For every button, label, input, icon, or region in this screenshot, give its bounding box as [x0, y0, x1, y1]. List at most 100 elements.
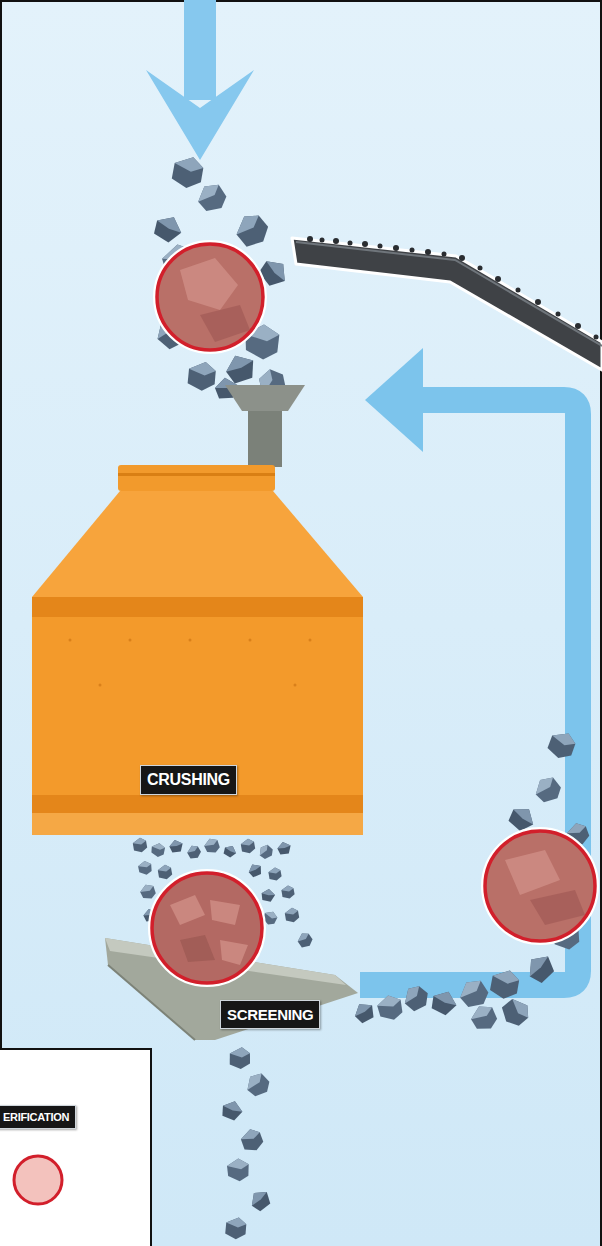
conveyor-belt [333, 238, 339, 244]
magnifier-circle [152, 873, 262, 983]
feed-arrow [146, 70, 254, 160]
crusher-shape [69, 639, 312, 687]
crusher-shape [189, 639, 192, 642]
crushed-rocks [285, 908, 299, 922]
feed-rocks [149, 210, 185, 246]
crushed-rocks [137, 860, 154, 876]
inset-box: ERIFICATION [0, 1048, 152, 1246]
stage-label: SCREENING [220, 1000, 320, 1029]
crushed-rocks [204, 839, 220, 853]
crusher-shape [129, 639, 132, 642]
conveyor-belt [459, 255, 465, 261]
feed-rocks [256, 255, 291, 290]
recycle-rocks [470, 1005, 498, 1030]
recycle-rocks [375, 994, 405, 1021]
conveyor-belt [495, 276, 501, 282]
inset-mark [14, 1156, 62, 1204]
crusher-shape [118, 465, 275, 491]
product-rocks [247, 1187, 274, 1213]
crushed-rocks [158, 865, 172, 879]
crusher-node: CRUSHING [30, 385, 365, 835]
magnifier-circle [152, 873, 262, 983]
conveyor-belt [410, 248, 415, 253]
crushed-rocks [247, 862, 263, 878]
magnifier-circle [157, 244, 263, 350]
crusher-shape [309, 639, 312, 642]
conveyor-belt [594, 335, 599, 340]
magnifier-circle [505, 850, 560, 895]
feed-rocks [159, 242, 200, 280]
recycle-rocks [399, 981, 433, 1015]
magnifier-circle [485, 831, 595, 941]
conveyor-belt [442, 252, 447, 257]
recycle-rocks [487, 966, 524, 1003]
recycle-rocks [532, 774, 564, 805]
crushed-rocks [153, 928, 167, 941]
recycle-rocks [457, 978, 491, 1010]
crushed-rocks [133, 838, 147, 852]
conveyor-belt [478, 266, 483, 271]
conveyor-belt [296, 242, 602, 346]
screen-shape [105, 938, 358, 1040]
stage-label: CRUSHING [140, 765, 237, 795]
crushed-rocks [248, 932, 261, 945]
screen-shape [105, 938, 346, 985]
crushed-rocks [261, 908, 280, 927]
feed-rocks [168, 152, 208, 192]
recycle-rocks [565, 821, 590, 846]
crushed-rocks [268, 867, 281, 880]
crushed-rocks [277, 842, 290, 855]
feed-arrow [146, 0, 254, 160]
crushed-rocks [133, 838, 315, 950]
crushed-rocks [140, 885, 156, 899]
conveyor-belt [393, 245, 399, 251]
conveyor-belt [516, 288, 521, 293]
feed-rocks [150, 310, 194, 354]
crusher-shape [118, 473, 275, 476]
feed-arrow [184, 0, 216, 100]
magnifier-circle [157, 244, 263, 350]
screen-shape [108, 965, 195, 1040]
crushed-rocks [186, 844, 203, 861]
conveyor-belt [378, 244, 383, 249]
feed-rocks [239, 319, 286, 364]
product-rocks [227, 1045, 252, 1070]
product-rocks [223, 1215, 249, 1241]
feed-rocks [184, 358, 219, 393]
magnifier-circle [152, 873, 262, 983]
magnifier-circle [200, 305, 250, 342]
magnifier-circle [220, 940, 248, 965]
crushed-rocks [295, 930, 314, 949]
recycle-arrow [360, 348, 578, 985]
crushed-rocks [221, 843, 238, 860]
magnifier-circle [157, 244, 263, 350]
product-rocks [243, 1070, 273, 1099]
crushed-rocks [281, 885, 294, 898]
conveyor-belt [425, 249, 431, 255]
magnifier-circle [210, 900, 240, 925]
crusher-shape [32, 597, 363, 835]
crushed-rocks [241, 839, 255, 853]
crusher-shape [99, 684, 102, 687]
conveyor-belt [348, 241, 353, 246]
recycle-rocks [544, 727, 580, 763]
crushed-rocks [260, 887, 277, 903]
recycle-rocks [427, 986, 460, 1019]
magnifier-circle [180, 258, 238, 310]
crusher-shape [32, 813, 363, 835]
magnifier-circle [530, 890, 585, 925]
stage-label: ERIFICATION [0, 1105, 76, 1129]
crusher-shape [32, 795, 363, 813]
recycle-rocks [505, 802, 538, 835]
feed-rocks [195, 182, 229, 214]
crusher-shape [249, 639, 252, 642]
crushed-rocks [143, 909, 156, 922]
crushed-rocks [149, 841, 168, 859]
magnifier-circle [180, 935, 215, 962]
crusher-shape [294, 684, 297, 687]
crusher-shape [32, 597, 363, 617]
crusher-shape [248, 411, 282, 467]
